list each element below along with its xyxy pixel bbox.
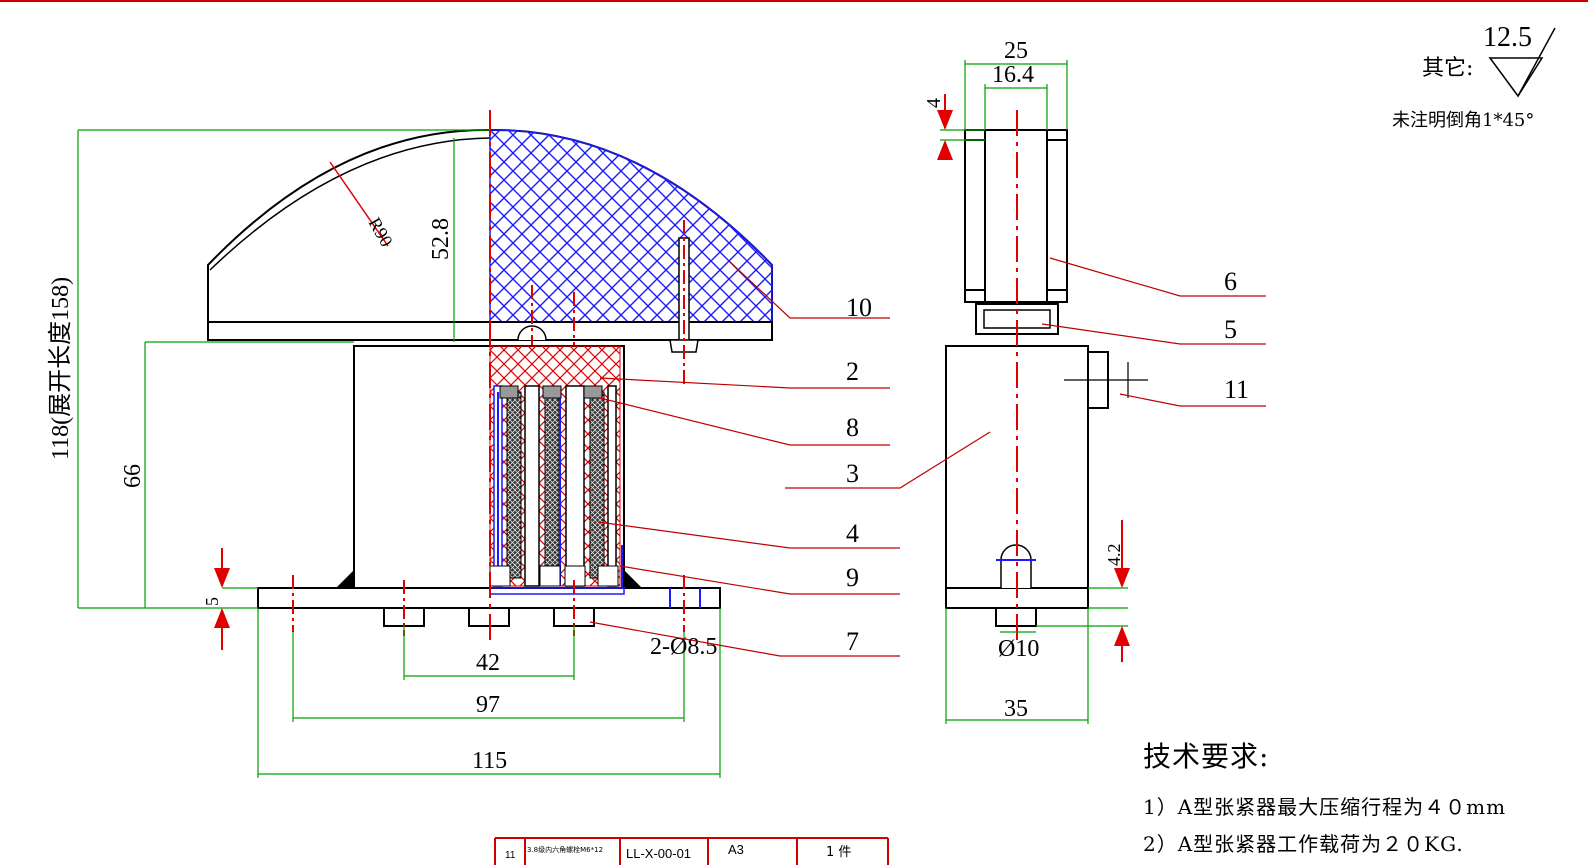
side-dim-arrows xyxy=(937,94,1130,662)
cap-section-hatch xyxy=(489,129,773,323)
spring-base-2 xyxy=(539,565,561,587)
spring-right xyxy=(589,391,605,579)
front-dim-arrows xyxy=(214,161,389,650)
part-label-7: 7 xyxy=(846,627,859,656)
tech-line-1: 1）A型张紧器最大压缩行程为４０mm xyxy=(1143,795,1507,819)
dim-total-height: 118(展开长度158) xyxy=(47,277,74,460)
inner-tube-2 xyxy=(524,385,540,587)
spring-cap-1 xyxy=(499,385,519,399)
roughness-symbol xyxy=(1488,27,1556,98)
title-cell-no: 11 xyxy=(505,850,516,861)
spring-left xyxy=(506,391,522,579)
dim-side-4-2: 4.2 xyxy=(1104,544,1124,567)
dim-42: 42 xyxy=(476,650,500,676)
dim-height-52-8: 52.8 xyxy=(428,218,454,260)
roughness-label: 其它: xyxy=(1422,56,1474,81)
side-bracket-inner xyxy=(983,309,1051,329)
dim-side-25: 25 xyxy=(1004,38,1028,64)
chamfer-note: 未注明倒角1*45° xyxy=(1392,110,1535,131)
spring-base-4 xyxy=(597,565,619,587)
dim-side-d10: Ø10 xyxy=(998,636,1039,662)
dim-97: 97 xyxy=(476,692,500,718)
fillet-right xyxy=(624,570,642,588)
side-wheel-flange-l xyxy=(964,139,986,291)
side-wheel-flange-r xyxy=(1046,139,1068,291)
part-label-10: 10 xyxy=(846,293,872,322)
dim-side-4: 4 xyxy=(923,98,945,108)
roughness-value: 12.5 xyxy=(1483,22,1532,53)
part-label-2: 2 xyxy=(846,357,859,386)
inner-tube-4 xyxy=(607,385,617,587)
tech-heading: 技术要求: xyxy=(1143,740,1270,773)
spring-cap-2 xyxy=(542,385,562,399)
title-cell-size: A3 xyxy=(728,842,744,857)
title-cell-qty: 1 件 xyxy=(826,845,851,860)
spring-mid xyxy=(544,391,560,579)
cap-inner-arc xyxy=(209,137,491,271)
cap-screw-notch xyxy=(517,325,547,341)
inner-tube-3 xyxy=(565,385,585,587)
dim-height-66: 66 xyxy=(120,464,146,488)
fillet-left xyxy=(336,570,354,588)
part-label-8: 8 xyxy=(846,413,859,442)
front-view xyxy=(207,110,773,640)
leader-lines xyxy=(589,257,1266,657)
spring-cap-3 xyxy=(583,385,603,399)
front-dimensions xyxy=(77,129,721,778)
part-label-11: 11 xyxy=(1224,375,1249,404)
part-label-6: 6 xyxy=(1224,267,1237,296)
part-label-3: 3 xyxy=(846,459,859,488)
dim-side-35: 35 xyxy=(1004,696,1028,722)
tech-line-2: 2）A型张紧器工作载荷为２０KG. xyxy=(1143,832,1464,856)
side-dimensions xyxy=(940,60,1128,724)
part-label-5: 5 xyxy=(1224,315,1237,344)
dim-side-16-4: 16.4 xyxy=(992,62,1034,88)
dim-holes: 2-Ø8.5 xyxy=(650,634,717,660)
side-view xyxy=(945,110,1148,640)
technical-requirements: 技术要求: 1）A型张紧器最大压缩行程为４０mm 2）A型张紧器工作载荷为２０K… xyxy=(1143,735,1506,865)
dim-base-thickness: 5 xyxy=(202,597,222,606)
dim-115: 115 xyxy=(472,748,507,774)
title-cell-name: 3.8级内六角螺栓M6*12 xyxy=(527,845,603,854)
part-label-9: 9 xyxy=(846,563,859,592)
part-label-4: 4 xyxy=(846,519,859,548)
spring-base-1 xyxy=(489,565,511,587)
title-cell-code: LL-X-00-01 xyxy=(626,846,691,861)
title-block xyxy=(494,837,889,865)
